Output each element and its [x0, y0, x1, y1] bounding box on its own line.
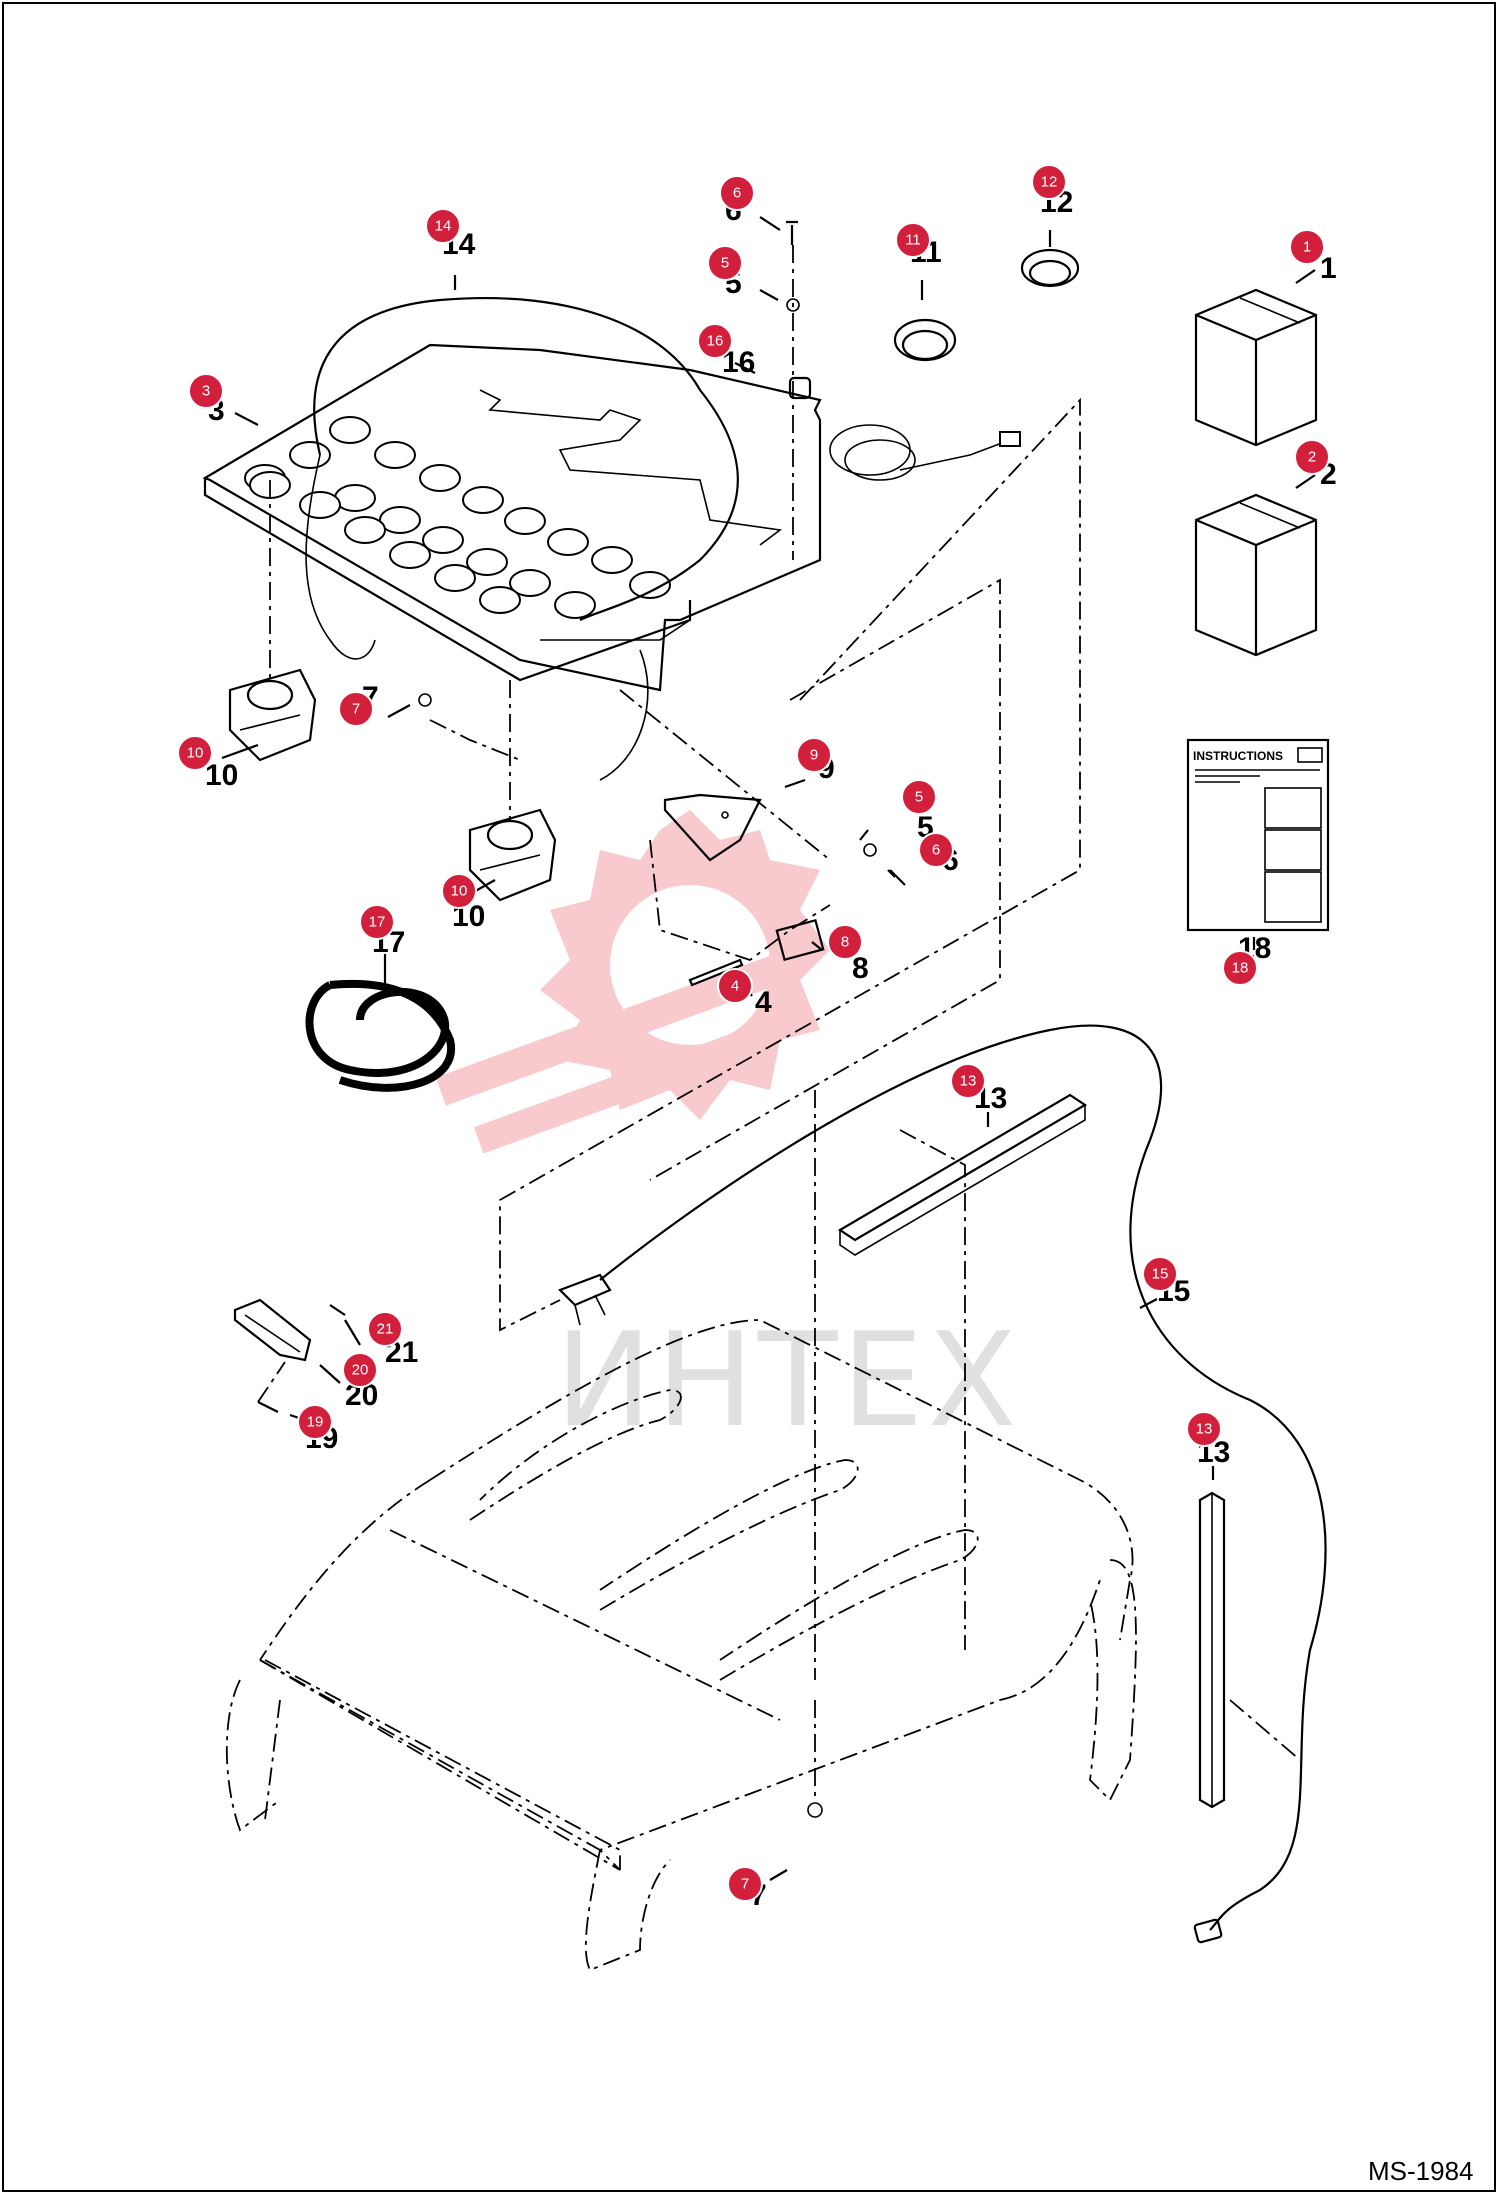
spacer-16: [788, 376, 812, 400]
coiled-hose-17: [305, 979, 456, 1092]
harness-coil: [829, 424, 1021, 481]
harness-lead-left: [305, 454, 376, 660]
bolt-6-right: [889, 869, 906, 886]
clamp-12: [1020, 248, 1080, 288]
svg-text:19: 19: [307, 1414, 324, 1431]
callout-badge-9[interactable]: 9: [796, 737, 832, 773]
callout-badge-4[interactable]: 4: [717, 968, 753, 1004]
svg-text:1: 1: [1320, 252, 1337, 285]
callout-badge-6-right[interactable]: 6: [918, 832, 954, 868]
work-light-left: [228, 668, 317, 762]
callout-badge-2[interactable]: 2: [1294, 439, 1330, 475]
svg-text:21: 21: [377, 1321, 394, 1338]
callout-badge-20[interactable]: 20: [342, 1352, 378, 1388]
svg-text:13: 13: [1196, 1421, 1213, 1438]
callout-badge-21[interactable]: 21: [367, 1311, 403, 1347]
svg-text:6: 6: [733, 185, 741, 202]
svg-text:4: 4: [755, 986, 772, 1019]
callout-badge-3[interactable]: 3: [188, 373, 224, 409]
instruction-sheet-title: INSTRUCTIONS: [1193, 749, 1283, 763]
assembly-leader-lines: [257, 397, 1301, 1800]
svg-text:15: 15: [1152, 1266, 1169, 1283]
washer-5-top: [786, 298, 800, 312]
watermark-gear-icon: [435, 810, 830, 1154]
svg-text:12: 12: [1041, 174, 1058, 191]
callout-badges: 1 2 3 4 5 5 6 6 7 7 8 9 10 10 11 12 13 1…: [177, 164, 1330, 1902]
svg-text:11: 11: [905, 232, 921, 249]
svg-text:20: 20: [352, 1362, 369, 1379]
callout-badge-5-top[interactable]: 5: [707, 245, 743, 281]
drawing-code: MS-1984: [1368, 2156, 1474, 2186]
svg-text:18: 18: [1232, 960, 1249, 977]
harness-plug: [558, 1273, 612, 1326]
callout-badge-18[interactable]: 18: [1222, 950, 1258, 986]
wire-harness-14: [313, 297, 739, 621]
svg-text:9: 9: [810, 747, 818, 764]
kit-box-2: [1194, 493, 1318, 657]
bracket-9: [663, 793, 762, 862]
bolt-6-top: [786, 220, 798, 245]
svg-text:10: 10: [187, 745, 204, 762]
svg-text:8: 8: [841, 934, 849, 951]
svg-text:4: 4: [731, 978, 739, 995]
callout-badge-11[interactable]: 11: [895, 222, 931, 258]
cable-15: [599, 1024, 1327, 1931]
svg-text:13: 13: [960, 1073, 977, 1090]
screw-21: [329, 1304, 346, 1316]
svg-text:17: 17: [369, 914, 386, 931]
harness-lead-right: [599, 649, 649, 781]
svg-text:3: 3: [202, 383, 210, 400]
callout-badge-13-side[interactable]: 13: [1186, 1411, 1222, 1447]
washer-5-right: [863, 843, 877, 857]
callout-badge-17[interactable]: 17: [359, 904, 395, 940]
svg-text:1: 1: [1303, 239, 1311, 256]
svg-text:2: 2: [1308, 449, 1316, 466]
callout-badge-6-top[interactable]: 6: [719, 175, 755, 211]
svg-text:5: 5: [915, 789, 923, 806]
callout-badge-7-bottom[interactable]: 7: [727, 1866, 763, 1902]
work-light-right: [468, 808, 557, 902]
clamp-11: [893, 318, 957, 362]
callout-badge-10-left[interactable]: 10: [177, 735, 213, 771]
svg-text:8: 8: [852, 952, 869, 985]
callout-badge-8[interactable]: 8: [827, 924, 863, 960]
nut-7-bottom: [807, 1802, 823, 1818]
screw-19: [257, 1401, 279, 1413]
marker-light-20: [233, 1298, 312, 1362]
panel-holes: [244, 416, 671, 619]
callout-badge-10-right[interactable]: 10: [441, 873, 477, 909]
callout-badge-7-left[interactable]: 7: [338, 691, 374, 727]
cab-roof-frame: [225, 1319, 1137, 1972]
svg-text:7: 7: [352, 701, 360, 718]
svg-text:10: 10: [205, 759, 238, 792]
callout-badge-19[interactable]: 19: [297, 1404, 333, 1440]
trim-strip-13-vertical: [1198, 1491, 1226, 1809]
svg-text:5: 5: [721, 255, 729, 272]
cable-connector: [1193, 1918, 1223, 1944]
strip-4: [688, 958, 744, 987]
callout-badge-1[interactable]: 1: [1289, 229, 1325, 265]
callout-badge-13-top[interactable]: 13: [950, 1063, 986, 1099]
mounting-panel: [202, 343, 822, 692]
callout-badge-5-right[interactable]: 5: [901, 779, 937, 815]
callout-badge-16[interactable]: 16: [697, 323, 733, 359]
svg-text:16: 16: [707, 333, 724, 350]
callout-badge-14[interactable]: 14: [425, 208, 461, 244]
callout-badge-15[interactable]: 15: [1142, 1256, 1178, 1292]
svg-text:6: 6: [932, 842, 940, 859]
trim-strip-13-horizontal: [837, 1093, 1088, 1256]
watermark-text: ИНТЕХ: [555, 1304, 1021, 1456]
svg-text:7: 7: [741, 1876, 749, 1893]
nut-7-left: [418, 693, 432, 707]
callout-badge-12[interactable]: 12: [1031, 164, 1067, 200]
kit-box-1: [1194, 288, 1318, 447]
instruction-sheet-18: INSTRUCTIONS: [1186, 738, 1330, 932]
svg-text:14: 14: [435, 218, 452, 235]
svg-text:10: 10: [451, 883, 468, 900]
